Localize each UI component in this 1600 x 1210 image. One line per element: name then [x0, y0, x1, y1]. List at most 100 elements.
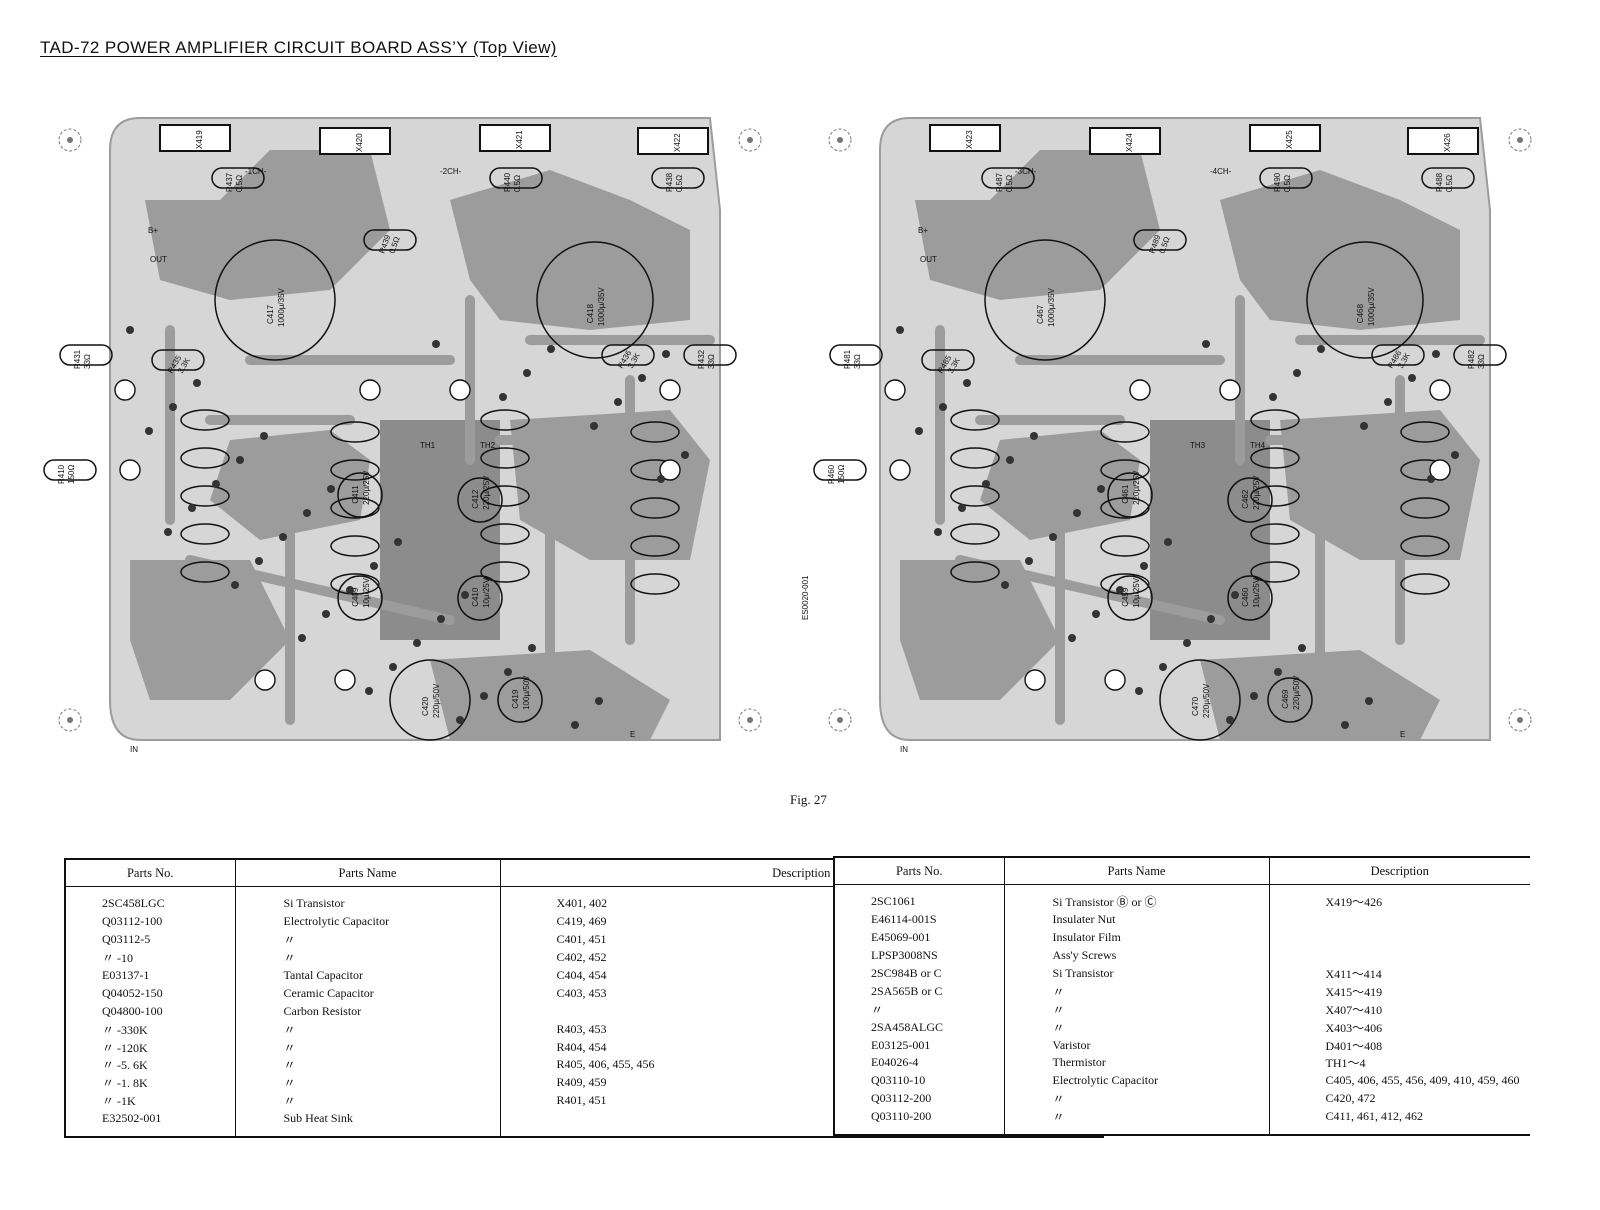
- small-resistor: [1100, 573, 1150, 595]
- mounting-hole: [828, 708, 852, 732]
- resistor-ref: R437: [225, 172, 234, 192]
- description-cell: R403, 453: [556, 1021, 607, 1036]
- parts-no-cell: 〃 -1. 8K: [65, 1073, 236, 1092]
- capacitor-outline: [457, 477, 503, 523]
- parts-no-cell: Q04800-100: [65, 1002, 236, 1021]
- solder-pad: [236, 456, 244, 464]
- resistor-value: 33Ω: [853, 354, 862, 369]
- resistor-ref: R432: [697, 349, 706, 369]
- capacitor-outline: [497, 677, 543, 723]
- channel-label: -1CH-: [245, 167, 267, 176]
- capacitor-ref: C412: [471, 489, 480, 509]
- small-resistor: [630, 535, 680, 557]
- solder-pad: [1341, 721, 1349, 729]
- table-row: 2SA565B or C〃X415～419: [834, 982, 1530, 1001]
- board-label: TH2: [480, 441, 496, 450]
- capacitor-value: 220μ/50V: [1202, 683, 1211, 718]
- resistor-value: 0.5Ω: [1445, 175, 1454, 192]
- parts-name-cell: 〃: [235, 1038, 501, 1057]
- parts-name-cell: Ass'y Screws: [1004, 946, 1270, 965]
- board-label: IN: [900, 745, 908, 754]
- resistor-outline: [1421, 167, 1475, 189]
- solder-pad: [662, 350, 670, 358]
- parts-name-cell: 〃: [235, 1091, 501, 1110]
- small-transistor: [889, 459, 911, 481]
- parts-name-cell: 〃: [235, 930, 501, 949]
- transistor-outline: [637, 127, 709, 155]
- mounting-hole: [738, 708, 762, 732]
- solder-pad: [982, 480, 990, 488]
- transistor-label: X422: [673, 133, 682, 152]
- description-cell: [1269, 947, 1530, 965]
- solder-pad: [389, 663, 397, 671]
- parts-no-cell: Q03112-100: [65, 912, 236, 931]
- small-transistor: [659, 379, 681, 401]
- resistor-ref: R460: [827, 464, 836, 484]
- parts-name-cell: Electrolytic Capacitor: [235, 912, 501, 931]
- mounting-hole-center: [747, 717, 753, 723]
- description-cell: R404, 454: [556, 1039, 607, 1054]
- capacitor-outline: [337, 472, 383, 518]
- description-cell: X419～426: [1325, 895, 1383, 910]
- parts-name-cell: 〃: [1004, 1089, 1270, 1108]
- board-label: E: [1400, 730, 1405, 739]
- solder-pad: [461, 591, 469, 599]
- parts-no-cell: 〃 -10: [65, 948, 236, 967]
- transistor-outline: [1089, 127, 1161, 155]
- small-resistor: [1250, 523, 1300, 545]
- parts-no-cell: 2SC458LGC: [65, 886, 236, 913]
- table-row: Q03112-200〃C420, 472: [834, 1089, 1530, 1108]
- small-resistor: [950, 447, 1000, 469]
- parts-name-cell: Tantal Capacitor: [235, 966, 501, 985]
- parts-no-cell: E03137-1: [65, 966, 236, 985]
- transistor-label: X421: [515, 130, 524, 149]
- copper-pour: [130, 560, 290, 700]
- parts-name-cell: 〃: [1004, 1000, 1270, 1019]
- board-code: ES0020-001: [801, 575, 810, 620]
- mounting-hole: [828, 128, 852, 152]
- solder-pad: [188, 504, 196, 512]
- description-cell: R401, 451: [556, 1093, 607, 1108]
- capacitor-outline: [337, 575, 383, 621]
- parts-name-cell: 〃: [1004, 982, 1270, 1001]
- parts-no-cell: LPSP3008NS: [834, 946, 1005, 965]
- capacitor-outline: [1227, 575, 1273, 621]
- solder-pad: [958, 504, 966, 512]
- solder-pad: [1274, 668, 1282, 676]
- small-resistor: [180, 409, 230, 431]
- small-resistor: [1400, 535, 1450, 557]
- small-resistor: [950, 523, 1000, 545]
- solder-pad: [1116, 586, 1124, 594]
- resistor-outline: [1453, 344, 1507, 366]
- solder-pad: [437, 615, 445, 623]
- small-transistor: [1219, 379, 1241, 401]
- resistor-outline: [921, 349, 975, 371]
- solder-pad: [255, 557, 263, 565]
- solder-pad: [1250, 692, 1258, 700]
- resistor-outline: [1259, 167, 1313, 189]
- copper-pour: [450, 170, 690, 330]
- header-parts-name: Parts Name: [235, 859, 501, 887]
- board-label: TH3: [1190, 441, 1206, 450]
- capacitor-value: 1000μ/35V: [1047, 287, 1056, 327]
- solder-pad: [1317, 345, 1325, 353]
- parts-name-cell: 〃: [235, 1056, 501, 1074]
- solder-pad: [504, 668, 512, 676]
- solder-pad: [193, 379, 201, 387]
- resistor-value: 0.5Ω: [1283, 175, 1292, 192]
- parts-no-cell: 2SC984B or C: [834, 964, 1005, 983]
- description-cell: X401, 402: [556, 896, 608, 911]
- mounting-hole-center: [1517, 717, 1523, 723]
- small-resistor: [180, 447, 230, 469]
- small-resistor: [1250, 447, 1300, 469]
- solder-pad: [1365, 697, 1373, 705]
- solder-pad: [303, 509, 311, 517]
